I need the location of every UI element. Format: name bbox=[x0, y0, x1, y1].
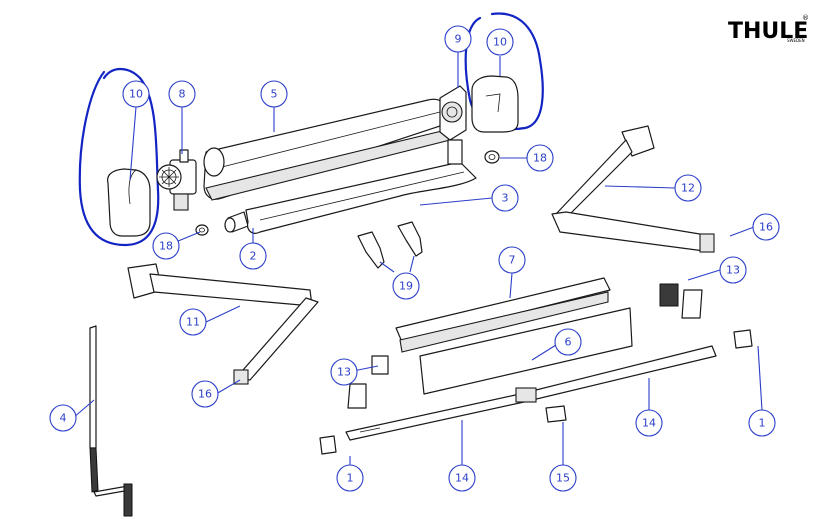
svg-text:5: 5 bbox=[271, 88, 278, 101]
svg-text:11: 11 bbox=[186, 316, 200, 329]
svg-text:16: 16 bbox=[759, 221, 773, 234]
callout-18-left: 18 bbox=[152, 232, 180, 260]
part-support-arm-right bbox=[551, 125, 715, 253]
callout-1-left: 1 bbox=[336, 464, 364, 492]
svg-text:18: 18 bbox=[533, 152, 547, 165]
svg-text:10: 10 bbox=[129, 88, 143, 101]
callout-18-right: 18 bbox=[526, 144, 554, 172]
highlight-loop-left bbox=[78, 67, 160, 247]
part-valance bbox=[419, 307, 633, 395]
part-lead-rail bbox=[395, 277, 611, 353]
part-foot-left bbox=[319, 435, 337, 455]
part-bushing-right bbox=[484, 150, 500, 164]
svg-text:9: 9 bbox=[455, 33, 462, 46]
svg-text:15: 15 bbox=[556, 472, 570, 485]
svg-text:4: 4 bbox=[60, 412, 67, 425]
svg-text:16: 16 bbox=[198, 388, 212, 401]
part-rail-left bbox=[345, 393, 525, 441]
callout-3: 3 bbox=[491, 184, 519, 212]
callout-13-right: 13 bbox=[719, 256, 747, 284]
callout-10-left: 10 bbox=[122, 80, 150, 108]
callout-7: 7 bbox=[498, 246, 526, 274]
part-front-housing bbox=[203, 98, 451, 201]
svg-text:18: 18 bbox=[159, 240, 173, 253]
callout-16-left: 16 bbox=[191, 380, 219, 408]
part-rail-right bbox=[515, 345, 717, 403]
callout-8: 8 bbox=[168, 80, 196, 108]
svg-text:8: 8 bbox=[179, 88, 186, 101]
callout-10-right: 10 bbox=[486, 28, 514, 56]
svg-text:10: 10 bbox=[493, 36, 507, 49]
callout-12: 12 bbox=[674, 174, 702, 202]
callout-5: 5 bbox=[260, 80, 288, 108]
callout-19: 19 bbox=[392, 272, 420, 300]
part-support-arm-left bbox=[127, 263, 319, 385]
callout-16-right: 16 bbox=[752, 213, 780, 241]
callout-1-right: 1 bbox=[748, 409, 776, 437]
part-end-cap-right bbox=[471, 75, 519, 133]
part-rail-cap-right bbox=[659, 283, 703, 319]
svg-text:3: 3 bbox=[502, 192, 509, 205]
callout-14-left: 14 bbox=[448, 464, 476, 492]
part-fabric bbox=[245, 161, 477, 234]
part-crank-handle bbox=[89, 325, 133, 517]
callout-6: 6 bbox=[554, 328, 582, 356]
svg-text:12: 12 bbox=[681, 182, 695, 195]
svg-text:13: 13 bbox=[726, 264, 740, 277]
svg-text:7: 7 bbox=[509, 254, 516, 267]
callout-15: 15 bbox=[549, 464, 577, 492]
svg-text:6: 6 bbox=[565, 336, 572, 349]
part-end-cap-left bbox=[107, 168, 151, 237]
svg-text:19: 19 bbox=[399, 280, 413, 293]
part-rail-cap-left bbox=[347, 355, 389, 409]
highlight-loop-right bbox=[464, 12, 544, 131]
callout-11: 11 bbox=[179, 308, 207, 336]
svg-text:14: 14 bbox=[642, 417, 656, 430]
part-roller-tube bbox=[224, 211, 249, 233]
svg-text:1: 1 bbox=[347, 472, 354, 485]
callout-13-left: 13 bbox=[330, 358, 358, 386]
svg-text:14: 14 bbox=[455, 472, 469, 485]
part-connector bbox=[545, 405, 567, 423]
callout-2: 2 bbox=[239, 242, 267, 270]
svg-text:13: 13 bbox=[337, 366, 351, 379]
callout-14-right: 14 bbox=[635, 409, 663, 437]
logo-subtext: SWEDEN bbox=[786, 38, 806, 43]
part-gear-mechanism bbox=[156, 149, 197, 211]
logo-registered-mark: ® bbox=[802, 14, 809, 22]
thule-logo: THULE SWEDEN ® bbox=[728, 14, 809, 54]
callout-4: 4 bbox=[49, 404, 77, 432]
svg-text:2: 2 bbox=[250, 250, 257, 263]
part-clips bbox=[357, 221, 423, 269]
svg-text:1: 1 bbox=[759, 417, 766, 430]
part-foot-right bbox=[733, 329, 753, 349]
part-end-bracket-right bbox=[439, 85, 467, 165]
callout-9: 9 bbox=[444, 25, 472, 53]
